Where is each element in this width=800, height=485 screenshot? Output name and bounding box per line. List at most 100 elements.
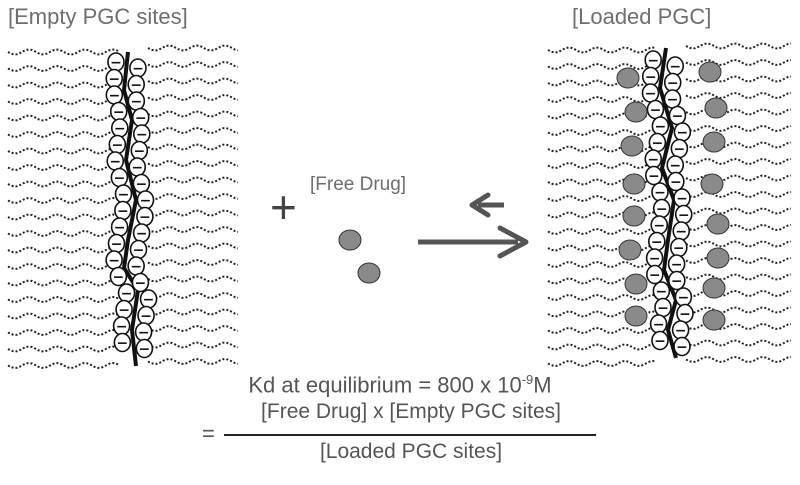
glycosaminoglycan-chain bbox=[7, 196, 120, 205]
negative-charge-sign: − bbox=[111, 138, 123, 154]
glycosaminoglycan-chain bbox=[7, 361, 120, 370]
negative-charge-sign: − bbox=[649, 268, 661, 284]
bound-drug-molecule bbox=[624, 273, 648, 295]
negative-charge-sign: − bbox=[654, 334, 666, 350]
negative-charge-sign: − bbox=[671, 257, 683, 273]
glycosaminoglycan-chain bbox=[147, 44, 239, 52]
negative-charge-sign: − bbox=[108, 253, 120, 269]
kd-equation-text: Kd at equilibrium = 800 x 10 bbox=[248, 372, 522, 398]
negative-charge-sign: − bbox=[130, 78, 142, 94]
negative-charge-sign: − bbox=[111, 237, 123, 253]
glycosaminoglycan-chain bbox=[147, 60, 239, 69]
glycosaminoglycan-chain bbox=[547, 62, 657, 71]
right-proteoglycan-fibers bbox=[547, 42, 792, 368]
glycosaminoglycan-chain bbox=[147, 159, 239, 168]
glycosaminoglycan-chain bbox=[147, 110, 239, 118]
bound-drug-molecule bbox=[702, 309, 726, 331]
glycosaminoglycan-chain bbox=[147, 192, 239, 201]
negative-charge-sign: − bbox=[130, 259, 142, 275]
glycosaminoglycan-chain bbox=[7, 114, 120, 122]
glycosaminoglycan-chain bbox=[147, 308, 239, 316]
negative-charge-sign: − bbox=[108, 72, 120, 88]
bound-drug-molecule bbox=[702, 277, 726, 299]
negative-charge-sign: − bbox=[109, 154, 121, 170]
glycosaminoglycan-chain bbox=[685, 58, 792, 67]
glycosaminoglycan-chain bbox=[147, 242, 239, 250]
negative-charge-sign: − bbox=[140, 309, 152, 325]
core-protein-line bbox=[658, 47, 678, 359]
left-proteoglycan-fibers bbox=[7, 44, 239, 370]
fraction-numerator: [Free Drug] x [Empty PGC sites] bbox=[261, 400, 561, 423]
glycosaminoglycan-chain bbox=[547, 95, 657, 104]
negative-charge-sign: − bbox=[117, 336, 129, 352]
negative-charge-sign: − bbox=[133, 243, 145, 259]
negative-charge-sign: − bbox=[139, 342, 151, 358]
negative-charge-sign: − bbox=[650, 103, 662, 119]
free-drug-molecule bbox=[338, 229, 362, 251]
glycosaminoglycan-chain bbox=[685, 174, 792, 182]
negative-charge-circle bbox=[667, 270, 686, 291]
glycosaminoglycan-chain bbox=[547, 326, 657, 335]
glycosaminoglycan-chain bbox=[547, 293, 657, 302]
glycosaminoglycan-chain bbox=[685, 355, 792, 364]
glycosaminoglycan-chain bbox=[147, 275, 239, 283]
negative-charge-sign: − bbox=[130, 94, 142, 110]
bound-drug-molecule bbox=[620, 135, 644, 157]
negative-charge-sign: − bbox=[679, 307, 691, 323]
negative-charge-circle bbox=[113, 332, 132, 353]
negative-charge-sign: − bbox=[673, 241, 685, 257]
negative-charge-sign: − bbox=[677, 125, 689, 141]
glycosaminoglycan-chain bbox=[7, 130, 120, 139]
glycosaminoglycan-chain bbox=[7, 64, 120, 73]
glycosaminoglycan-chain bbox=[685, 42, 792, 50]
glycosaminoglycan-chain bbox=[547, 79, 657, 87]
loaded-pgc-label: [Loaded PGC] bbox=[572, 4, 712, 29]
negative-charge-sign: − bbox=[670, 175, 682, 191]
negative-charge-sign: − bbox=[675, 224, 687, 240]
glycosaminoglycan-chain bbox=[685, 256, 792, 265]
negative-charge-sign: − bbox=[117, 204, 129, 220]
glycosaminoglycan-chain bbox=[147, 225, 239, 234]
negative-charge-sign: − bbox=[114, 220, 126, 236]
negative-charge-sign: − bbox=[669, 158, 681, 174]
glycosaminoglycan-chain bbox=[147, 93, 239, 102]
glycosaminoglycan-chain bbox=[147, 357, 239, 366]
negative-charge-sign: − bbox=[654, 185, 666, 201]
negative-charge-sign: − bbox=[674, 142, 686, 158]
negative-charge-sign: − bbox=[135, 276, 147, 292]
glycosaminoglycan-chain bbox=[685, 223, 792, 232]
bound-drug-molecule bbox=[622, 205, 646, 227]
negative-charge-sign: − bbox=[667, 76, 679, 92]
glycosaminoglycan-chain bbox=[685, 273, 792, 281]
bound-drug-molecule bbox=[616, 67, 640, 89]
negative-charge-circle bbox=[673, 336, 691, 357]
plus-sign: + bbox=[270, 181, 297, 233]
glycosaminoglycan-chain bbox=[147, 291, 239, 300]
bound-drug-molecule bbox=[624, 101, 648, 123]
negative-charge-sign: − bbox=[676, 191, 688, 207]
glycosaminoglycan-chain bbox=[547, 161, 657, 170]
left-core-protein bbox=[122, 51, 140, 367]
kd-equation: Kd at equilibrium = 800 x 10-9M bbox=[0, 372, 800, 398]
glycosaminoglycan-chain bbox=[7, 97, 120, 106]
bound-drug-molecule bbox=[702, 131, 726, 153]
fraction-bar bbox=[224, 434, 596, 436]
glycosaminoglycan-chain bbox=[7, 312, 120, 320]
negative-charge-sign: − bbox=[108, 88, 120, 104]
glycosaminoglycan-chain bbox=[685, 240, 792, 248]
empty-pgc-sites-label: [Empty PGC sites] bbox=[8, 4, 188, 29]
negative-charge-sign: − bbox=[678, 290, 690, 306]
glycosaminoglycan-chain bbox=[7, 246, 120, 254]
glycosaminoglycan-chain bbox=[147, 126, 239, 135]
kd-unit: M bbox=[533, 372, 552, 398]
glycosaminoglycan-chain bbox=[685, 75, 792, 83]
negative-charge-sign: − bbox=[113, 105, 125, 121]
negative-charge-sign: − bbox=[645, 86, 657, 102]
equals-sign: = bbox=[202, 421, 215, 446]
negative-charge-sign: − bbox=[672, 109, 684, 125]
negative-charge-sign: − bbox=[671, 274, 683, 290]
negative-charge-sign: − bbox=[136, 177, 148, 193]
glycosaminoglycan-chain bbox=[685, 306, 792, 314]
negative-charge-sign: − bbox=[678, 208, 690, 224]
